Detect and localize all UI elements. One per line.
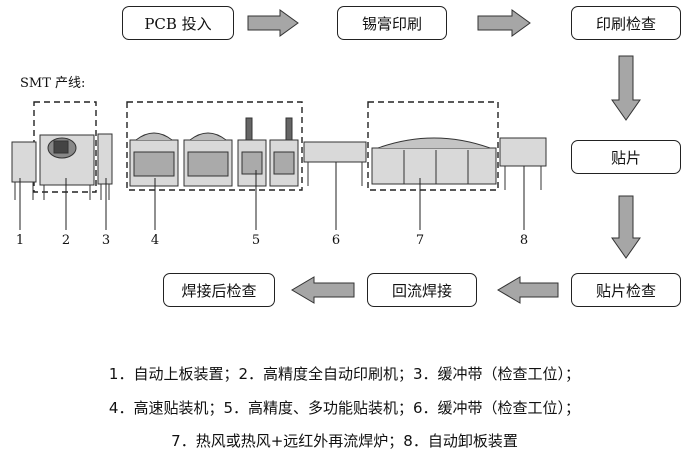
flow-arrow-left-2 bbox=[291, 276, 355, 304]
station-number-2: 2 bbox=[61, 233, 71, 248]
legend-line-2: 4．高速贴装机；5．高精度、多功能贴装机；6．缓冲带（检查工位）； bbox=[108, 399, 581, 417]
station-number-7: 7 bbox=[415, 233, 425, 248]
step-placement: 贴片 bbox=[571, 140, 681, 174]
machine-loader bbox=[11, 141, 37, 183]
flow-arrow-down-1 bbox=[611, 55, 641, 121]
step-pcb-input: PCB 投入 bbox=[122, 6, 234, 40]
machine-buffer-1 bbox=[97, 133, 113, 185]
group-reflow-outline bbox=[367, 101, 499, 191]
step-placement-inspection: 贴片检查 bbox=[571, 273, 681, 307]
station-number-6: 6 bbox=[331, 233, 341, 248]
machine-unloader bbox=[499, 137, 547, 167]
station-number-1: 1 bbox=[15, 233, 25, 248]
machine-reflow-oven bbox=[371, 147, 497, 185]
group-placement-outline bbox=[126, 101, 303, 191]
legend-line-3: 7．热风或热风+远红外再流焊炉；8．自动卸板装置 bbox=[171, 432, 518, 450]
group-printer-outline bbox=[33, 101, 97, 193]
flow-arrow-right-2 bbox=[477, 9, 531, 37]
station-number-5: 5 bbox=[251, 233, 261, 248]
station-number-4: 4 bbox=[150, 233, 160, 248]
step-print-inspection: 印刷检查 bbox=[571, 6, 681, 40]
flow-arrow-left-1 bbox=[497, 276, 559, 304]
legend-line-1: 1．自动上板装置；2．高精度全自动印刷机；3．缓冲带（检查工位）； bbox=[108, 365, 581, 383]
smt-line-label: SMT 产线: bbox=[20, 76, 86, 91]
step-post-solder-inspection: 焊接后检查 bbox=[163, 273, 275, 307]
station-number-8: 8 bbox=[519, 233, 529, 248]
step-reflow-soldering: 回流焊接 bbox=[367, 273, 477, 307]
station-number-3: 3 bbox=[101, 233, 111, 248]
machine-buffer-2 bbox=[303, 141, 367, 163]
step-solder-paste-printing: 锡膏印刷 bbox=[337, 6, 447, 40]
flow-arrow-right-1 bbox=[247, 9, 299, 37]
flow-arrow-down-2 bbox=[611, 195, 641, 259]
